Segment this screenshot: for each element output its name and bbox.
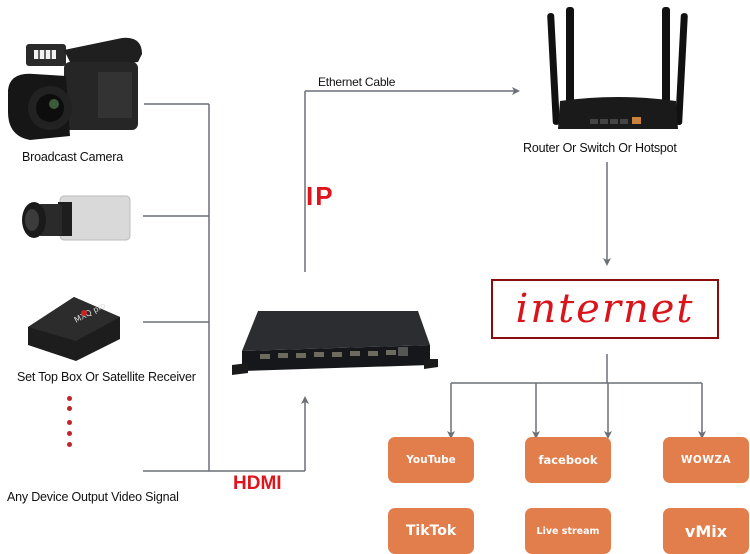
- platform-vmix: vMix: [663, 508, 749, 554]
- encoder-device-icon: [232, 311, 438, 375]
- router-label: Router Or Switch Or Hotspot: [523, 141, 677, 155]
- platform-facebook: facebook: [525, 437, 611, 483]
- hdmi-label: HDMI: [233, 473, 282, 494]
- internet-label: internet: [515, 286, 695, 332]
- set-top-box-icon: MXQ pro: [28, 297, 120, 361]
- ip-label: IP: [306, 181, 335, 211]
- platform-youtube: YouTube: [388, 437, 474, 483]
- ethernet-cable-label: Ethernet Cable: [318, 75, 396, 89]
- platform-live-stream: Live stream: [525, 508, 611, 554]
- box-camera-icon: [22, 195, 131, 241]
- internet-box: internet: [491, 279, 719, 339]
- router-icon: [547, 7, 688, 129]
- source-label-set-top-box: Set Top Box Or Satellite Receiver: [17, 370, 196, 384]
- platform-wowza: WOWZA: [663, 437, 749, 483]
- broadcast-camera-icon: [8, 37, 142, 140]
- source-label-any-device: Any Device Output Video Signal: [7, 490, 179, 504]
- source-label-broadcast-camera: Broadcast Camera: [22, 150, 124, 164]
- platform-tiktok: TikTok: [388, 508, 474, 554]
